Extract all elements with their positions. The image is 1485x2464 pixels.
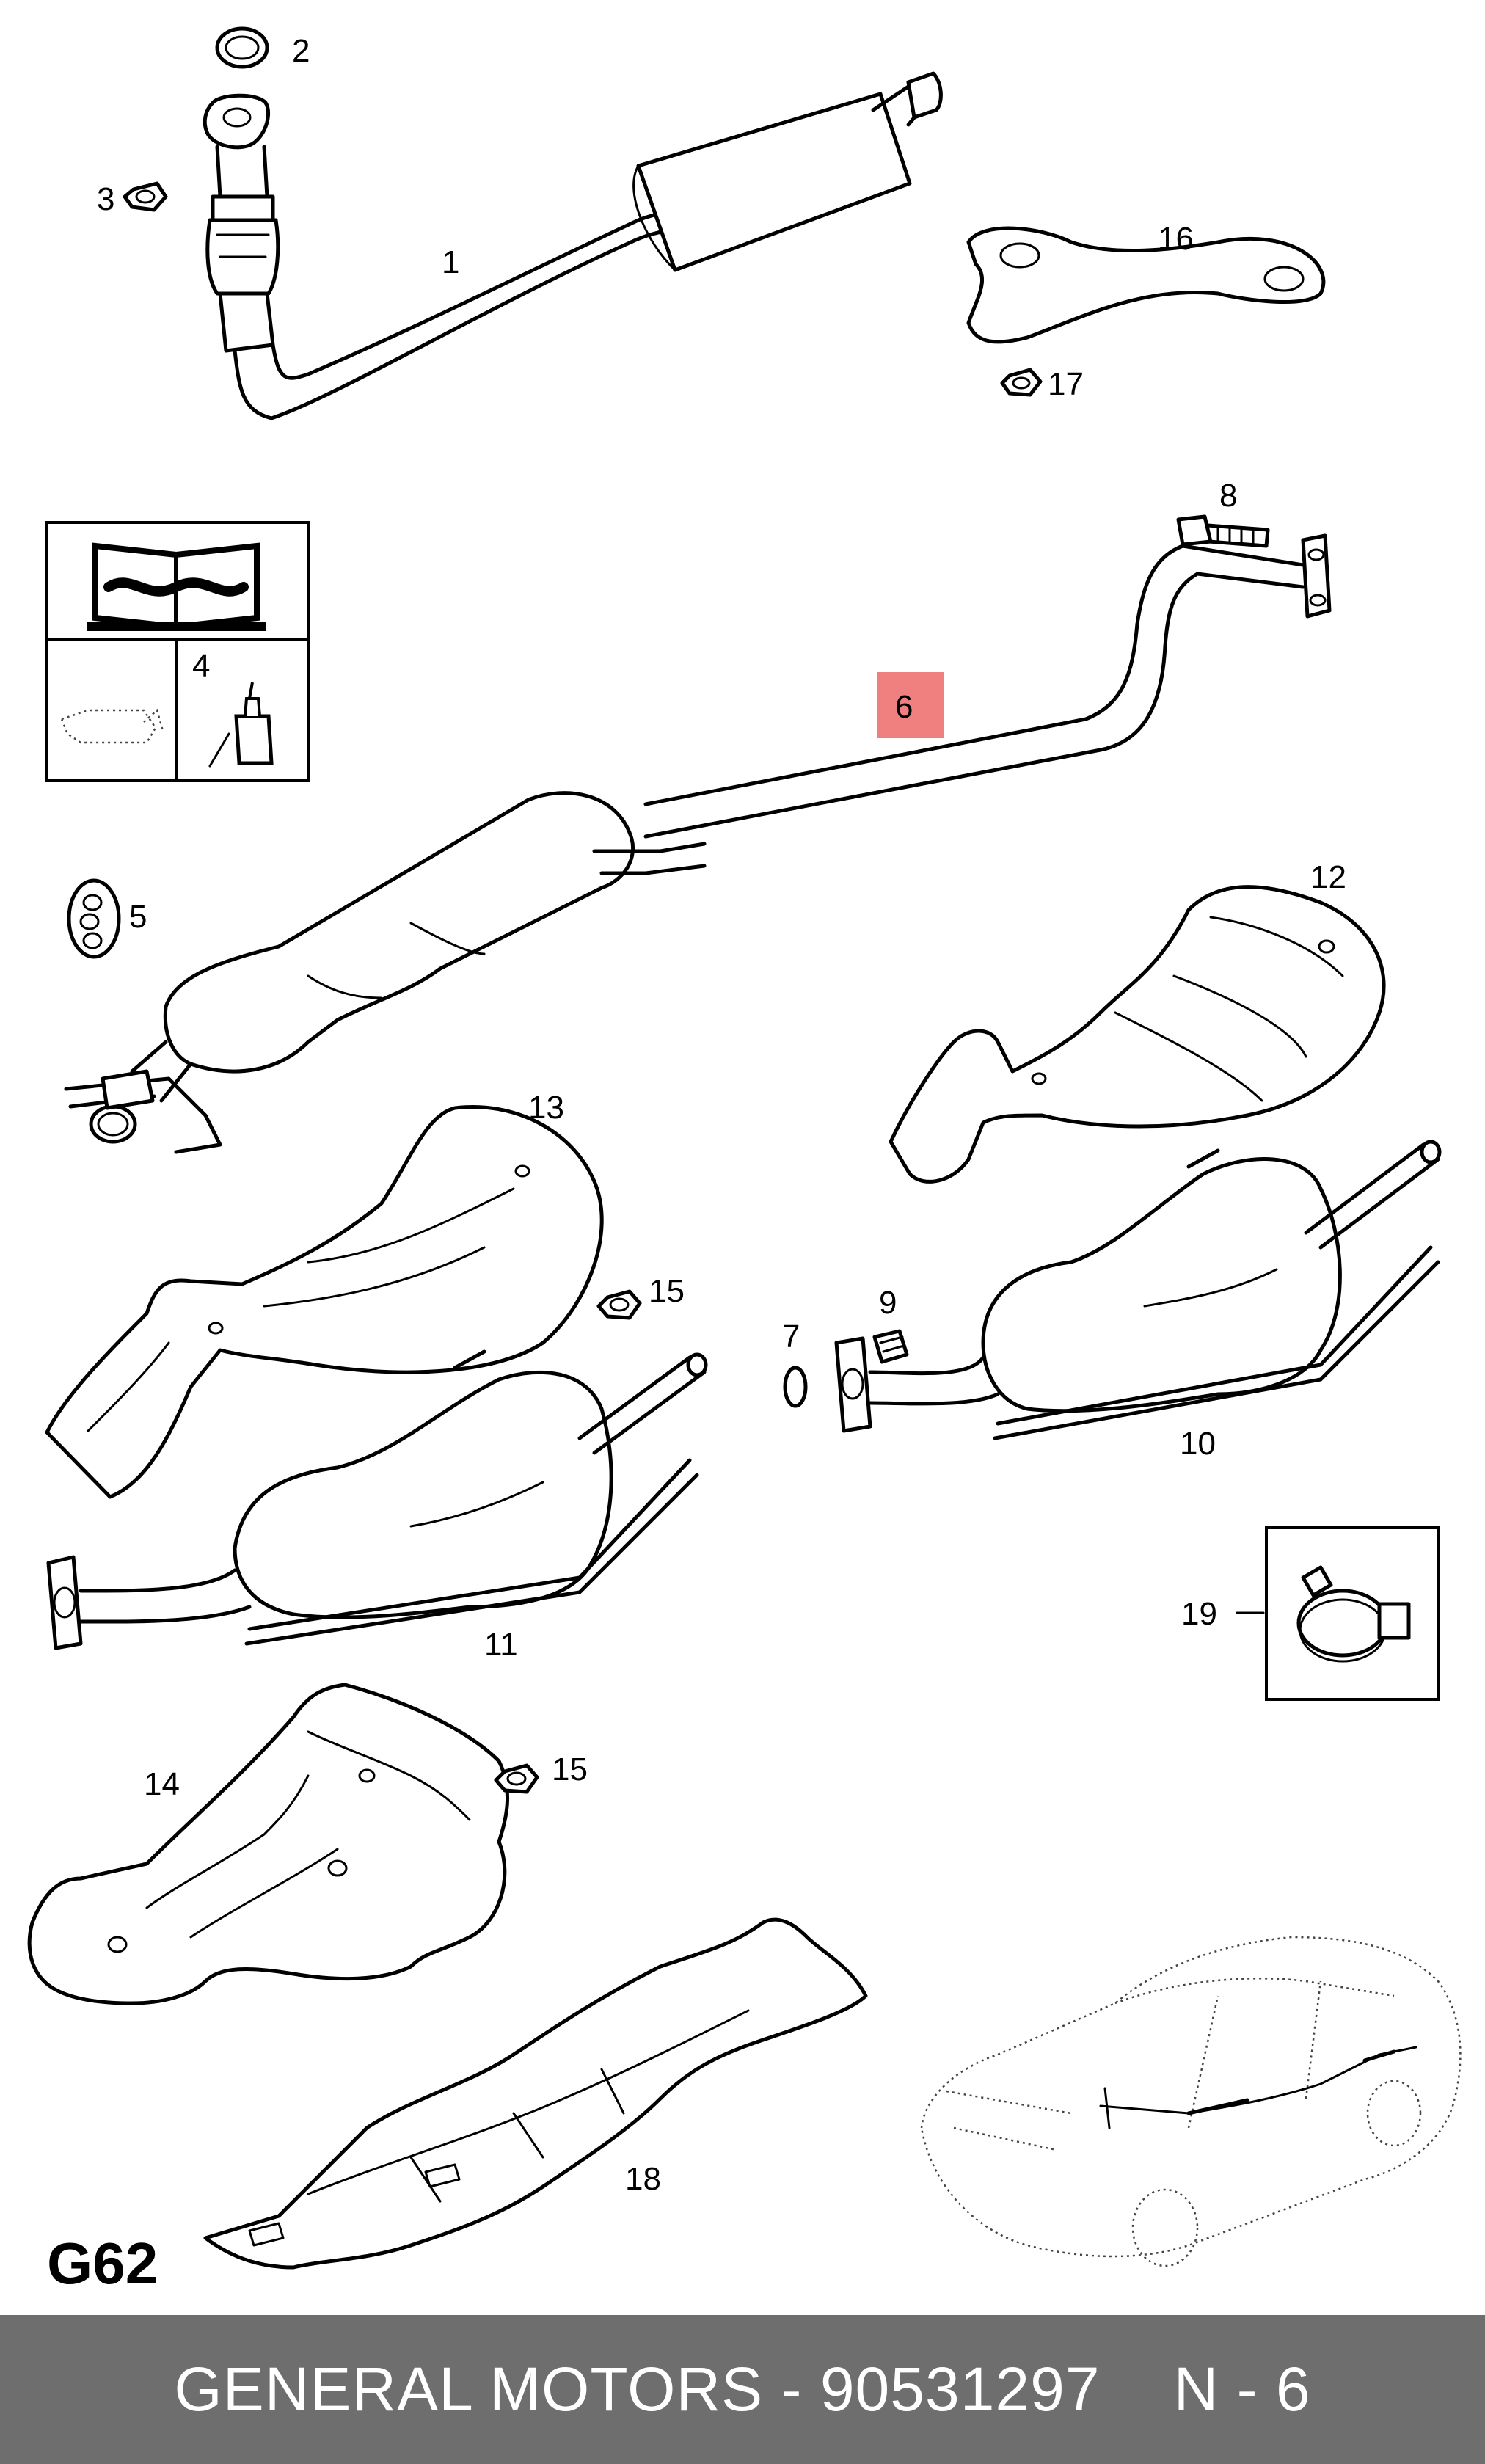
callout-11: 11	[484, 1627, 518, 1663]
footer-separator: -	[763, 2355, 820, 2424]
part-1-front-pipe	[202, 71, 943, 420]
sealant-tube-icon	[208, 682, 274, 768]
footer-part-number: 90531297	[820, 2355, 1101, 2424]
callout-1: 1	[442, 244, 459, 280]
callout-12: 12	[1310, 859, 1346, 895]
part-11-rear-muffler	[46, 1349, 708, 1650]
callout-19: 19	[1181, 1596, 1217, 1632]
part-19-clamp	[1265, 1526, 1440, 1701]
part-9-plug	[872, 1329, 909, 1364]
info-box	[45, 521, 310, 782]
part-5-rubber-hanger	[67, 878, 121, 959]
footer-bar: GENERAL MOTORS - 90531297 N - 6	[0, 2315, 1485, 2464]
callout-14: 14	[144, 1766, 180, 1802]
callout-2: 2	[292, 33, 310, 69]
callout-15-lower: 15	[552, 1752, 588, 1787]
callout-4: 4	[192, 648, 210, 684]
callout-18: 18	[625, 2161, 661, 2197]
page-code: G62	[47, 2231, 158, 2296]
callout-6: 6	[895, 689, 913, 725]
footer-ref: N - 6	[1173, 2355, 1311, 2424]
part-2-gasket	[215, 26, 269, 69]
part-7-o-ring	[783, 1366, 808, 1408]
footer-brand: GENERAL MOTORS	[174, 2355, 764, 2424]
part-6-middle-muffler	[64, 533, 1332, 1154]
callout-17: 17	[1048, 366, 1084, 402]
callout-5: 5	[129, 899, 147, 935]
callout-15-upper: 15	[649, 1273, 685, 1309]
part-6-highlight	[878, 672, 944, 738]
callout-13: 13	[528, 1090, 564, 1126]
part-10-rear-muffler	[834, 1140, 1442, 1440]
service-manual-icon	[87, 542, 266, 631]
part-17-nut	[1000, 368, 1043, 397]
callout-8: 8	[1219, 478, 1237, 514]
part-3-nut	[123, 181, 168, 212]
part-14-heat-shield	[27, 1683, 509, 2005]
part-18-underbody-shield	[203, 1917, 868, 2270]
part-16-bracket	[966, 226, 1326, 344]
callout-3: 3	[97, 181, 114, 217]
callout-16: 16	[1158, 221, 1194, 257]
part-13-heat-shield	[45, 1105, 604, 1499]
vehicle-location-sketch	[920, 1936, 1462, 2267]
part-12-heat-shield	[889, 885, 1386, 1184]
callout-10: 10	[1180, 1426, 1216, 1462]
part-15-nut-lower	[494, 1763, 539, 1794]
part-15-nut-upper	[596, 1289, 642, 1320]
part-8-bolt	[1176, 514, 1270, 548]
callout-7: 7	[782, 1319, 800, 1355]
callout-9: 9	[879, 1285, 897, 1321]
oil-pan-icon	[60, 708, 164, 744]
